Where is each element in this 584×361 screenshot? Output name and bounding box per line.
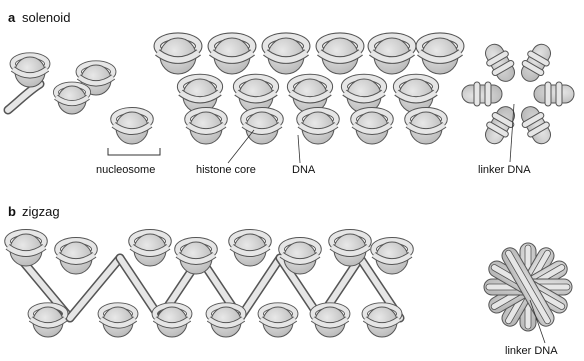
nucleosome (8, 232, 45, 266)
nucleosome (365, 306, 400, 338)
nucleosome (319, 36, 360, 74)
nucleosome (313, 306, 348, 338)
nucleosome (374, 240, 411, 274)
nucleosome (265, 36, 306, 74)
nucleosome (371, 36, 412, 74)
histone-core-label: histone core (196, 164, 256, 176)
nucleosome (244, 110, 281, 144)
nucleosome (261, 306, 296, 338)
nucleosome (232, 232, 269, 266)
linker-dna-label-b: linker DNA (505, 345, 558, 357)
panel-a-letter: a (8, 10, 16, 25)
panel-b-letter: b (8, 204, 16, 219)
nucleosome (354, 110, 391, 144)
panel-a: a solenoid nucleosome histone core DNA l… (8, 10, 574, 176)
nucleosome-bracket (108, 148, 160, 155)
nucleosome (157, 36, 198, 74)
nucleosome (211, 36, 252, 74)
panel-b: b zigzag linker DNA (8, 204, 572, 357)
zigzag-end-view (484, 243, 572, 331)
nucleosome (132, 232, 169, 266)
nucleosome (58, 240, 95, 274)
nucleosome (101, 306, 136, 338)
nucleosome (300, 110, 337, 144)
dna-label: DNA (292, 164, 316, 176)
linker-dna-label-a: linker DNA (478, 164, 531, 176)
nucleosome (408, 110, 445, 144)
nucleosome (155, 306, 190, 338)
nucleosome-label: nucleosome (96, 164, 155, 176)
solenoid-fiber (13, 36, 461, 144)
nucleosome (188, 110, 225, 144)
zigzag-fiber (8, 232, 411, 337)
nucleosome (56, 85, 88, 114)
dna-tail-left (8, 84, 40, 110)
nucleosome (419, 36, 460, 74)
panel-b-title: zigzag (22, 204, 60, 219)
panel-a-title: solenoid (22, 10, 70, 25)
solenoid-end-view (462, 40, 574, 149)
nucleosome (209, 306, 244, 338)
nucleosome (31, 306, 66, 338)
nucleosome (114, 110, 151, 144)
